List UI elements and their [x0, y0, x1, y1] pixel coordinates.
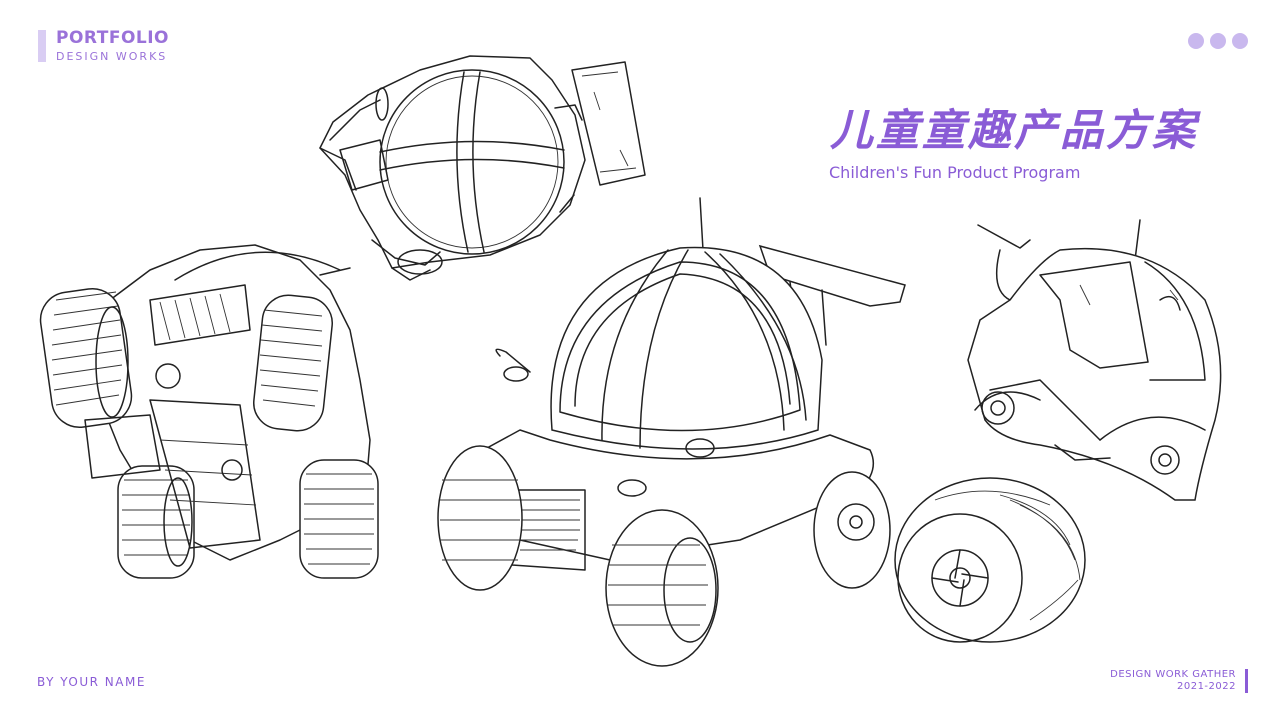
underside-car-sketch [39, 244, 379, 579]
dot-icon [1232, 33, 1248, 49]
side-view-car-sketch [967, 219, 1222, 501]
gather-text-block: DESIGN WORK GATHER 2021-2022 [1110, 669, 1236, 693]
dot-icon [1188, 33, 1204, 49]
main-car-sketch [437, 197, 906, 667]
brand-accent-bar [38, 30, 46, 62]
brand-subtitle: DESIGN WORKS [56, 50, 168, 63]
brand-title: PORTFOLIO [56, 28, 170, 48]
page-title-chinese: 儿童童趣产品方案 [830, 106, 1198, 156]
page-title-english: Children's Fun Product Program [829, 163, 1081, 182]
gather-label: DESIGN WORK GATHER [1110, 669, 1236, 680]
years-label: 2021-2022 [1176, 681, 1236, 692]
top-view-car-sketch [319, 55, 646, 281]
wheel-sketch [894, 477, 1086, 643]
dot-icon [1210, 33, 1226, 49]
author-label: BY YOUR NAME [37, 675, 146, 689]
gather-accent-bar [1245, 669, 1248, 693]
decorative-dots [1188, 33, 1248, 49]
